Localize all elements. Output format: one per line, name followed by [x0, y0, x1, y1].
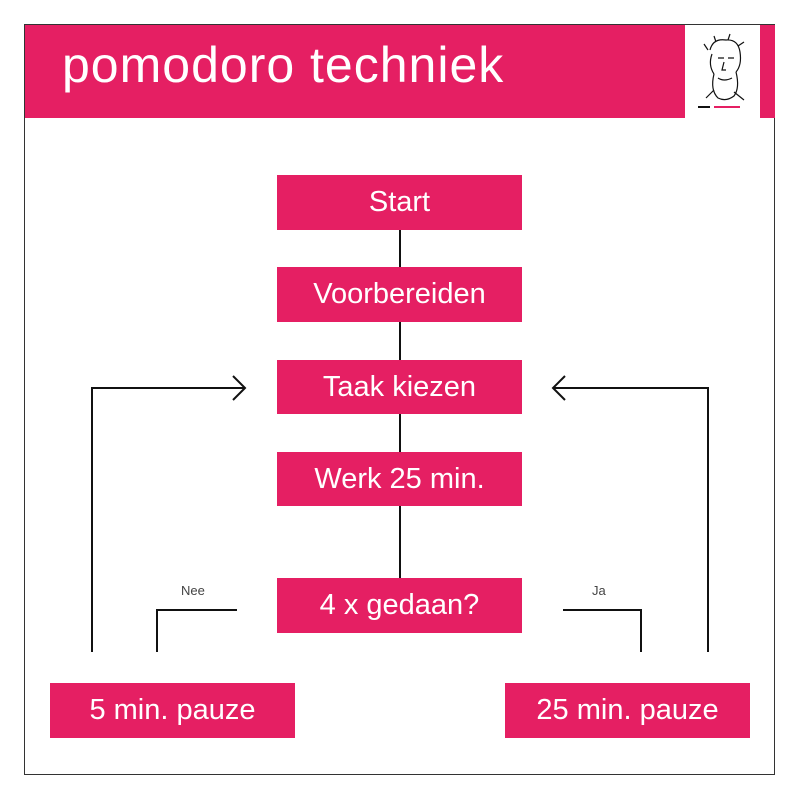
loop-right-line	[553, 387, 709, 652]
yes-branch-line	[563, 609, 642, 652]
yes-label: Ja	[592, 583, 606, 598]
step-short-break: 5 min. pauze	[50, 683, 295, 738]
step-choose-task: Taak kiezen	[277, 360, 522, 414]
step-long-break: 25 min. pauze	[505, 683, 750, 738]
step-prepare: Voorbereiden	[277, 267, 522, 322]
step-start: Start	[277, 175, 522, 230]
arrow-left-icon	[551, 375, 566, 401]
page-title: pomodoro techniek	[62, 37, 505, 93]
portrait-logo-icon	[698, 33, 745, 108]
frame	[24, 24, 775, 775]
header-strip	[760, 25, 775, 118]
no-label: Nee	[181, 583, 205, 598]
header-band	[25, 25, 685, 118]
no-branch-line	[156, 609, 237, 652]
decision-done: 4 x gedaan?	[277, 578, 522, 633]
step-work: Werk 25 min.	[277, 452, 522, 506]
loop-left-line	[91, 387, 245, 652]
arrow-right-icon	[232, 375, 247, 401]
